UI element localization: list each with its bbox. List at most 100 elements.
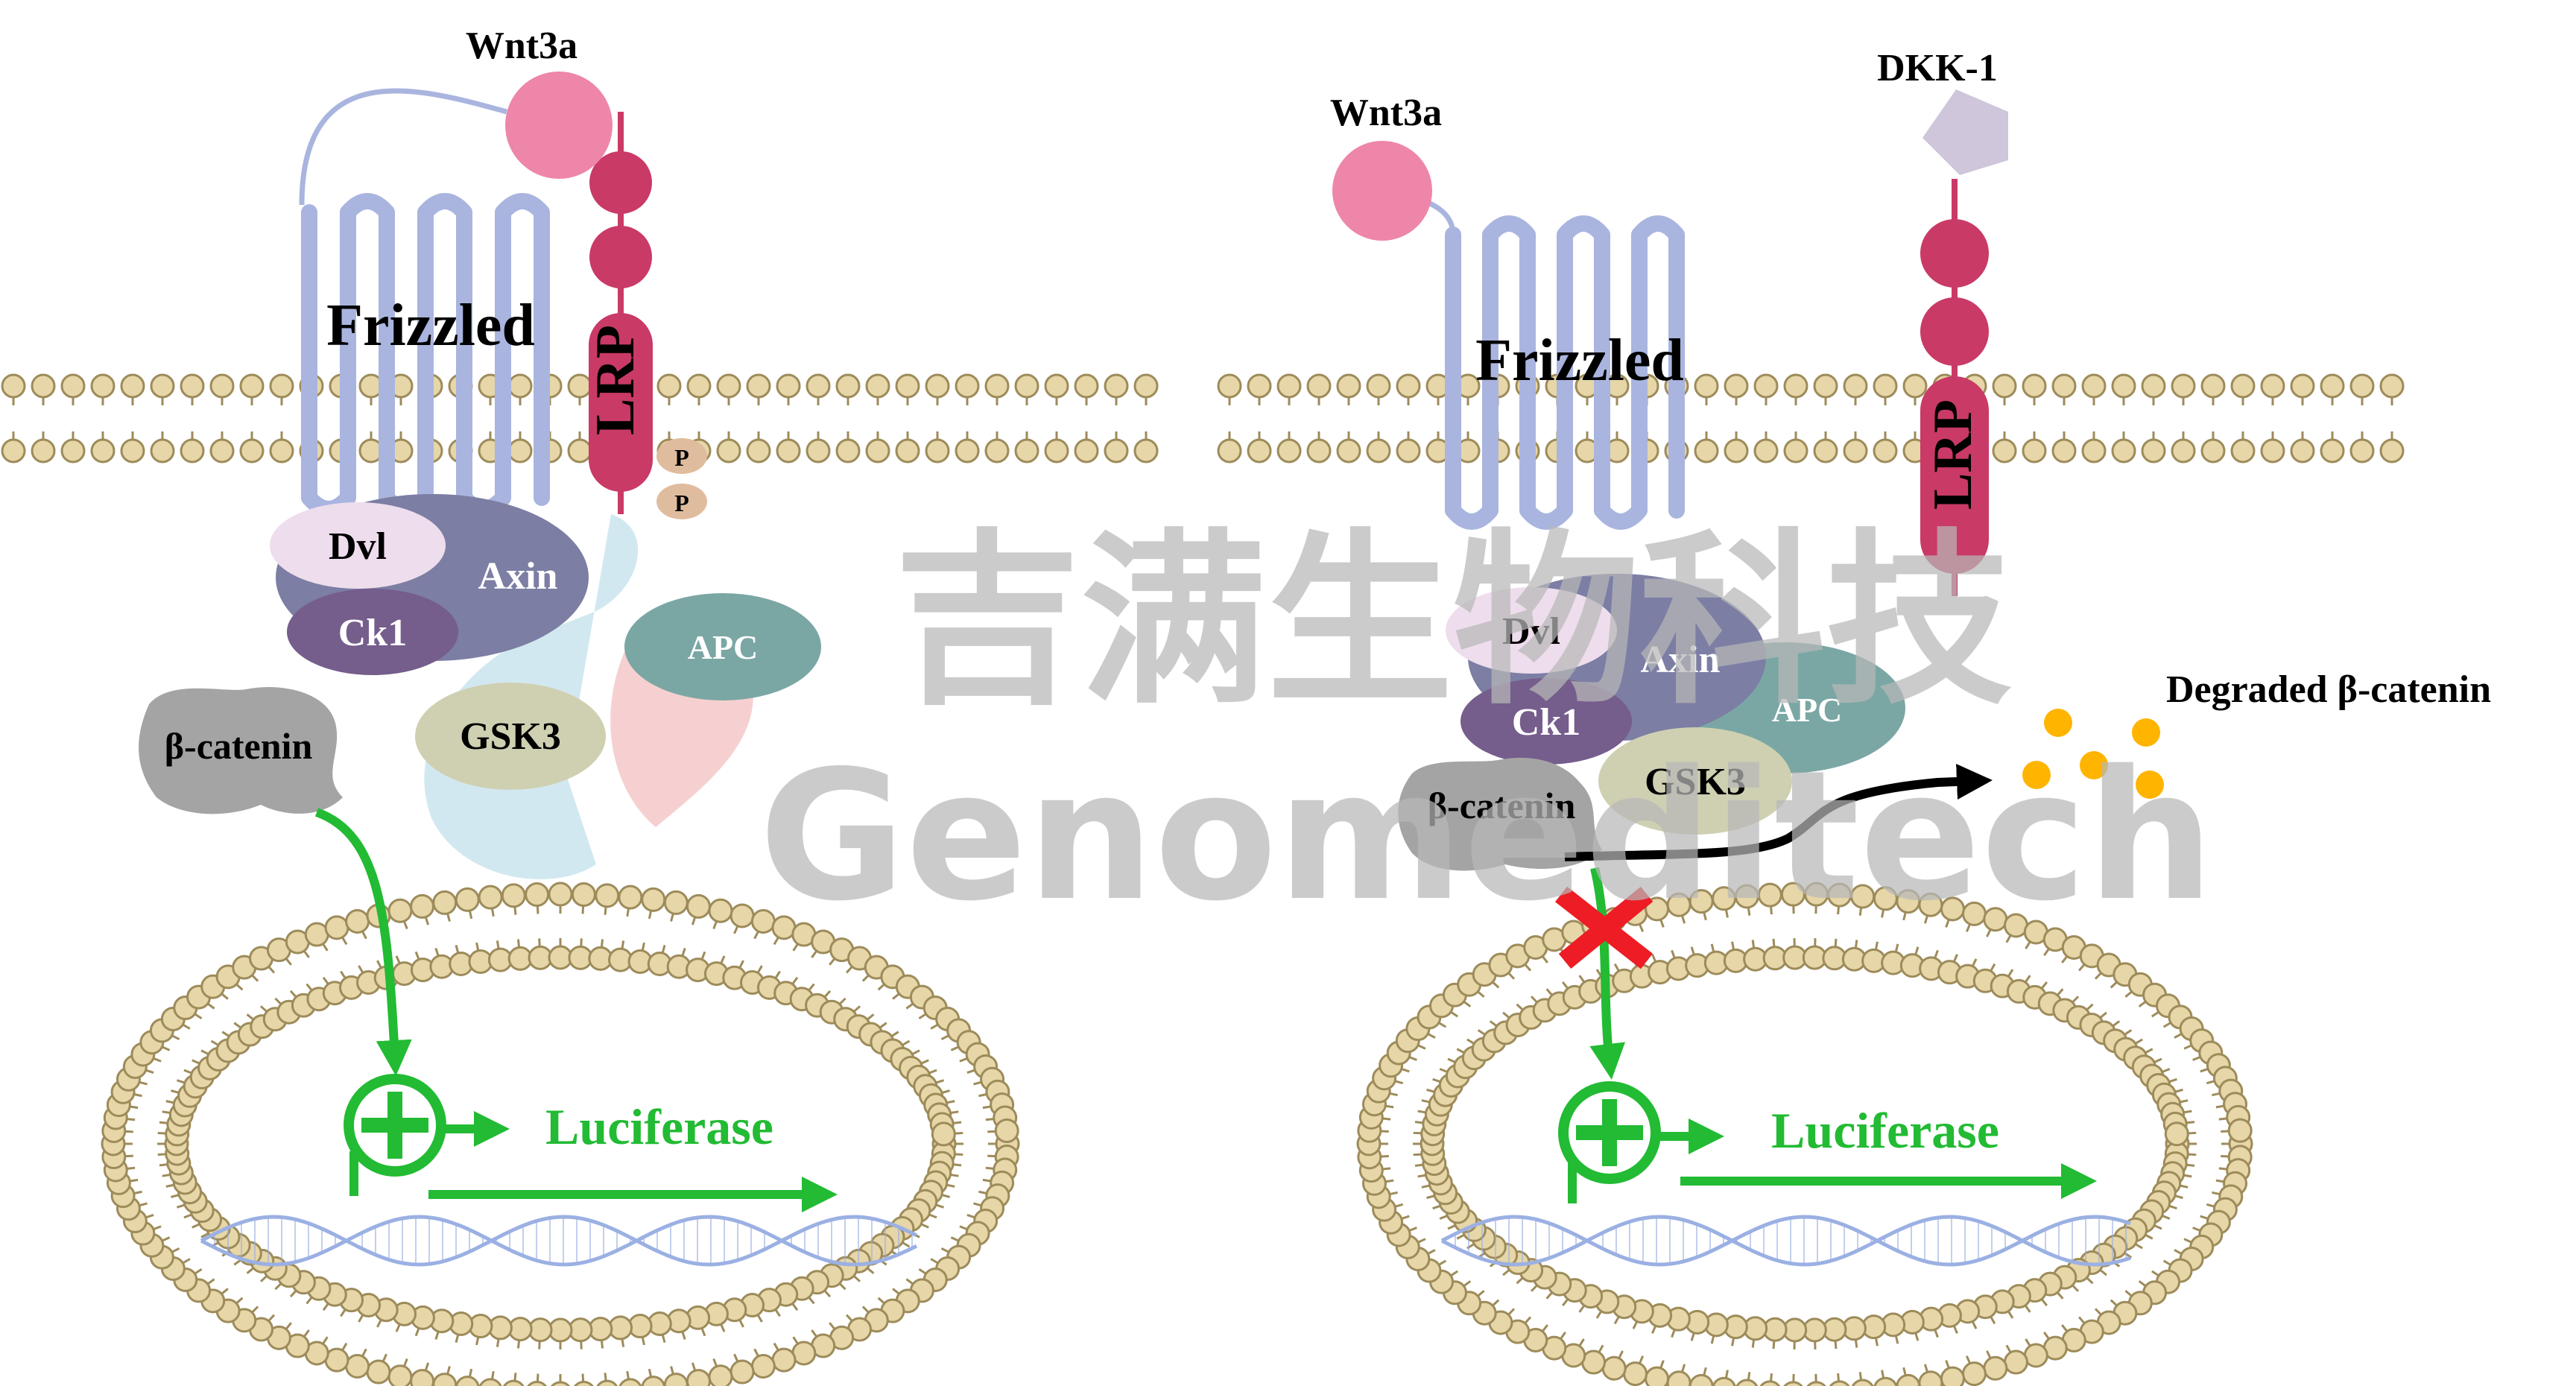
lipid-head xyxy=(573,1381,594,1386)
lipid-head xyxy=(548,882,573,907)
lipid-head xyxy=(120,438,145,463)
lipid-head xyxy=(2290,438,2315,463)
phospho-group xyxy=(656,438,707,474)
watermark-chinese: 吉满生物科技 xyxy=(894,513,2012,730)
gsk3-label: GSK3 xyxy=(460,715,561,758)
beta-catenin-protein xyxy=(1398,757,1602,871)
dvl-protein xyxy=(270,502,446,589)
right-panel: Wnt3a DKK-1 Frizzled LRP Dvl Axin Ck1 AP… xyxy=(1330,47,2491,1203)
lipid-head xyxy=(1247,373,1272,399)
lipid-head xyxy=(31,373,56,399)
lipid-head xyxy=(1783,438,1808,463)
degraded-dot xyxy=(2044,709,2072,737)
lipid-head xyxy=(984,438,1010,463)
lipid-head xyxy=(865,373,890,399)
lipid-head xyxy=(432,890,458,915)
lipid-head xyxy=(925,438,950,463)
lipid-head xyxy=(2111,438,2136,463)
lipid-head xyxy=(1,438,26,463)
lipid-head xyxy=(686,373,712,399)
nuclear-membrane-left xyxy=(101,882,1020,1386)
lipid-head xyxy=(835,438,861,463)
lipid-head xyxy=(2051,438,2077,463)
inhibition-cross-icon xyxy=(1554,886,1653,969)
wnt3a-label: Wnt3a xyxy=(1330,92,1442,134)
lipid-head xyxy=(1783,373,1808,399)
plus-circle-icon xyxy=(344,1074,446,1196)
lrp-bead xyxy=(589,226,652,288)
ck1-label: Ck1 xyxy=(1512,701,1580,744)
phospho-label: P xyxy=(674,490,689,516)
lipid-head xyxy=(150,373,175,399)
lrp-bead xyxy=(1920,219,1989,288)
lipid-head xyxy=(209,373,235,399)
phospho-group xyxy=(656,484,707,519)
lipid-head xyxy=(730,1359,755,1385)
lipid-head xyxy=(641,887,666,912)
lipid-head xyxy=(1873,438,1898,463)
lipid-head xyxy=(550,1381,571,1386)
blocked-activation-arrow xyxy=(1589,867,1626,1080)
frizzled-receptor xyxy=(299,88,550,517)
lipid-head xyxy=(1336,438,1361,463)
dvl-protein xyxy=(1446,587,1617,674)
lipid-head xyxy=(1014,373,1039,399)
lipid-head xyxy=(90,373,115,399)
lipid-head xyxy=(835,373,861,399)
lipid-head xyxy=(994,1118,1019,1143)
lipid-head xyxy=(180,438,205,463)
degraded-dot xyxy=(2136,770,2164,799)
lipid-head xyxy=(478,885,503,910)
lipid-head xyxy=(2051,373,2077,399)
lipid-head xyxy=(1983,1355,2008,1381)
lipid-head xyxy=(1806,1381,1826,1386)
lipid-head xyxy=(1896,1373,1921,1386)
lipid-head xyxy=(1104,373,1129,399)
lipid-head xyxy=(776,438,801,463)
lipid-head xyxy=(2320,438,2345,463)
lipid-head xyxy=(1133,438,1159,463)
lipid-head xyxy=(1843,438,1868,463)
lrp-label: LRP xyxy=(585,325,646,435)
lipid-head xyxy=(1753,438,1779,463)
lipid-head xyxy=(895,438,920,463)
lipid-head xyxy=(120,373,145,399)
lipid-head xyxy=(895,373,920,399)
lipid-head xyxy=(776,373,801,399)
lipid-head xyxy=(1044,438,1069,463)
lipid-head xyxy=(955,438,980,463)
lipid-head xyxy=(1217,438,1242,463)
lipid-head xyxy=(502,1379,525,1386)
lipid-head xyxy=(931,1121,956,1147)
phospho-label: P xyxy=(674,444,689,471)
luciferase-label: Luciferase xyxy=(545,1098,773,1155)
lipid-head xyxy=(686,893,711,919)
lipid-head xyxy=(1694,438,1719,463)
lipid-head xyxy=(2290,373,2315,399)
lipid-head xyxy=(1813,438,1838,463)
lipid-head xyxy=(1366,438,1391,463)
lipid-head xyxy=(2003,1349,2028,1375)
lipid-head xyxy=(1074,438,1099,463)
lipid-head xyxy=(2260,438,2285,463)
lipid-head xyxy=(716,373,741,399)
lipid-head xyxy=(1306,438,1332,463)
lipid-head xyxy=(1961,1361,1987,1386)
lipid-head xyxy=(2200,373,2226,399)
lipid-head xyxy=(596,1379,618,1386)
lipid-head xyxy=(1753,373,1779,399)
degraded-dot xyxy=(2080,751,2108,779)
lipid-head xyxy=(771,1347,797,1373)
lipid-head xyxy=(60,438,86,463)
lipid-head xyxy=(410,893,435,919)
lipid-head xyxy=(746,438,771,463)
wnt3a-label: Wnt3a xyxy=(466,25,577,67)
lipid-head xyxy=(1623,1361,1648,1386)
lipid-head xyxy=(746,373,771,399)
lipid-head xyxy=(1873,373,1898,399)
lipid-head xyxy=(1044,373,1069,399)
degraded-beta-catenin-label: Degraded β-catenin xyxy=(2166,668,2491,711)
lipid-head xyxy=(1276,438,1302,463)
lipid-head xyxy=(60,373,86,399)
activation-arrow xyxy=(314,808,412,1076)
